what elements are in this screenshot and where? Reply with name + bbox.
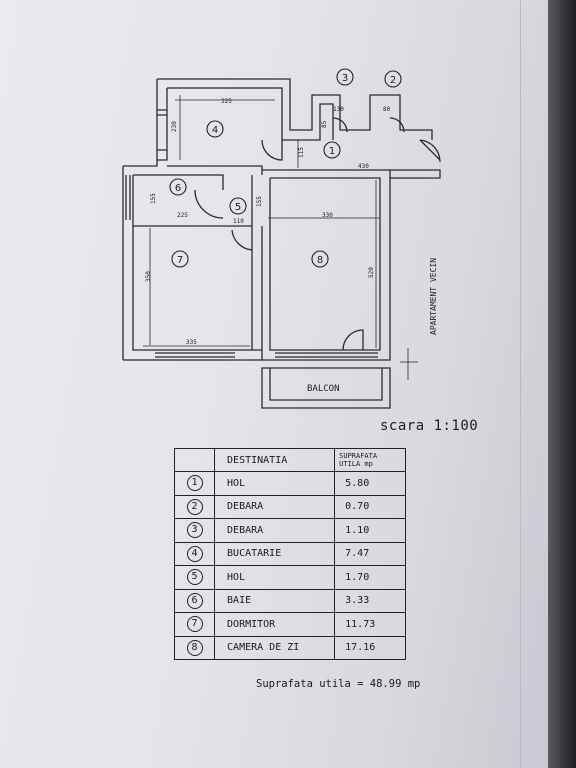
dim-living-depth: 520	[368, 267, 375, 278]
room-7-marker: 7	[177, 255, 183, 266]
dim-kitchen-depth: 230	[171, 121, 178, 132]
table-row: 1 HOL 5.80	[173, 471, 406, 496]
room-name: BUCATARIE	[214, 541, 336, 566]
door-debara3	[332, 117, 348, 133]
room-name: HOL	[214, 471, 336, 496]
table-row: 2 DEBARA 0.70	[173, 494, 406, 519]
wall-kitchen-left	[156, 79, 168, 161]
door-hol5	[194, 189, 224, 219]
dim-hol5-depth: 155	[256, 196, 263, 207]
room-4-marker: 4	[212, 125, 218, 136]
window-bath	[125, 175, 131, 220]
dark-background	[548, 0, 576, 768]
dim-hol5-width: 110	[233, 218, 244, 225]
wall-corridor	[223, 175, 253, 227]
room-number-badge: 4	[186, 545, 203, 562]
dim-bath-width: 225	[177, 212, 188, 219]
door-bedroom	[231, 229, 253, 251]
room-area: 1.10	[334, 518, 406, 543]
window-living	[275, 352, 378, 358]
room-number-badge: 8	[186, 639, 203, 656]
room-name: HOL	[214, 565, 336, 590]
table-row: 7 DORMITOR 11.73	[173, 612, 406, 637]
room-2-marker: 2	[390, 75, 396, 86]
room-6-marker: 6	[175, 183, 181, 194]
room-number-badge: 7	[186, 616, 203, 633]
room-3-marker: 3	[342, 73, 348, 84]
room-1-marker: 1	[329, 146, 335, 157]
room-name: BAIE	[214, 588, 336, 613]
total-area-label: Suprafata utila = 48.99 mp	[256, 678, 421, 690]
room-area: 7.47	[334, 541, 406, 566]
wall-kitchen-bottom	[167, 165, 263, 175]
wall-bath	[122, 160, 223, 360]
table-header-destination: DESTINATIA	[214, 448, 336, 472]
dim-living-width: 330	[322, 212, 333, 219]
dim-debara3-depth: 85	[321, 120, 328, 128]
room-number-badge: 3	[186, 522, 203, 539]
dim-hol-depth: 115	[298, 147, 305, 158]
room-number-badge: 1	[186, 475, 203, 492]
dim-line-hol	[296, 140, 440, 171]
dim-line-neighbor	[400, 348, 418, 380]
room-name: DEBARA	[214, 494, 336, 519]
room-name: DORMITOR	[214, 612, 336, 637]
dim-line-bedroom	[143, 228, 250, 347]
room-5-marker: 5	[235, 202, 241, 213]
dim-debara2-width: 80	[383, 106, 391, 113]
table-row: 5 HOL 1.70	[173, 565, 406, 590]
sheet-border-line	[520, 0, 521, 768]
room-area: 3.33	[334, 588, 406, 613]
room-area: 11.73	[334, 612, 406, 637]
room-area: 1.70	[334, 565, 406, 590]
door-kitchen	[261, 139, 283, 161]
dim-line-kitchen	[175, 95, 275, 160]
table-header-number	[173, 448, 216, 472]
wall-right	[390, 169, 441, 179]
room-8-marker: 8	[317, 255, 323, 266]
dim-hol-width: 430	[358, 163, 369, 170]
floor-plan: 3 2 4 1 6 5 7 8 325 230 130 80 85 115 43…	[0, 0, 548, 440]
neighbor-label: APARTAMENT VECIN	[429, 258, 438, 335]
wall-outline-inner	[167, 87, 334, 141]
room-number-badge: 6	[186, 592, 203, 609]
table-row: 4 BUCATARIE 7.47	[173, 541, 406, 566]
door-debara2	[389, 117, 405, 133]
dim-bath-depth: 155	[150, 193, 157, 204]
room-name: CAMERA DE ZI	[214, 635, 336, 660]
wall-bath-inner	[133, 174, 224, 190]
room-area: 0.70	[334, 494, 406, 519]
table-header-row: DESTINATIA SUPRAFATA UTILA mp	[173, 448, 406, 472]
room-number-badge: 5	[186, 569, 203, 586]
balcony-label: BALCON	[307, 384, 340, 394]
room-number-badge: 2	[186, 498, 203, 515]
window-bedroom	[155, 352, 235, 358]
table-row: 3 DEBARA 1.10	[173, 518, 406, 543]
window-kitchen	[157, 109, 167, 151]
dim-line-living	[268, 180, 380, 348]
table-row: 8 CAMERA DE ZI 17.16	[173, 635, 406, 660]
scale-label: scara 1:100	[380, 418, 479, 434]
balcony	[261, 367, 391, 409]
wall-outline	[157, 78, 433, 140]
dim-debara3-width: 130	[333, 106, 344, 113]
dim-bedroom-depth: 350	[145, 271, 152, 282]
dim-kitchen-width: 325	[221, 98, 232, 105]
room-area: 5.80	[334, 471, 406, 496]
dim-bedroom-width: 335	[186, 339, 197, 346]
rooms-table: DESTINATIA SUPRAFATA UTILA mp 1 HOL 5.80…	[173, 448, 406, 660]
room-name: DEBARA	[214, 518, 336, 543]
door-entrance	[419, 139, 441, 163]
table-row: 6 BAIE 3.33	[173, 588, 406, 613]
wall-bedroom-right	[251, 226, 263, 360]
room-area: 17.16	[334, 635, 406, 660]
door-living	[342, 329, 364, 351]
table-header-area: SUPRAFATA UTILA mp	[334, 448, 406, 472]
wall-bedroom	[123, 226, 262, 361]
